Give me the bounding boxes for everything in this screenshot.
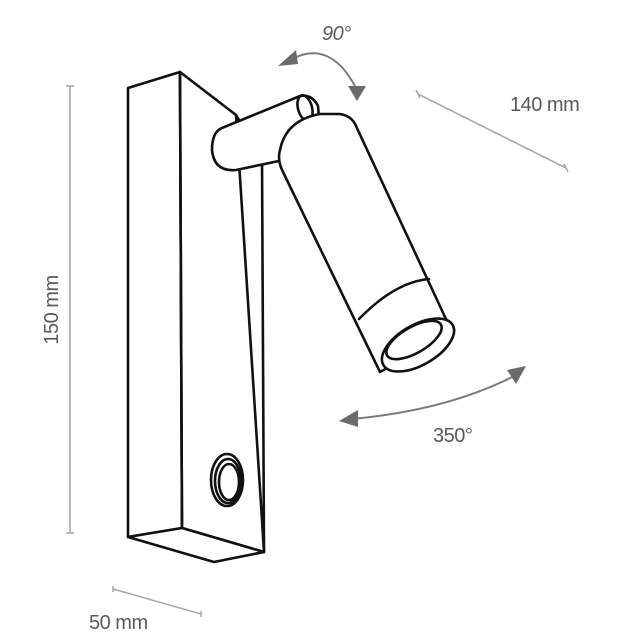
lamp-head	[277, 112, 456, 374]
swivel-arrow-right-icon	[507, 366, 526, 384]
swivel-arrow-left-icon	[339, 410, 358, 427]
tilt-rotation-indicator: 90°	[278, 23, 366, 101]
depth-label: 140 mm	[510, 94, 579, 116]
tilt-arrow-down-icon	[348, 86, 366, 101]
height-label: 150 mm	[41, 275, 63, 344]
switch-button	[209, 452, 245, 508]
swivel-rotation-indicator: 350°	[339, 366, 526, 447]
lens-inner	[385, 319, 443, 361]
depth-dimension: 140 mm	[415, 89, 580, 173]
height-dimension: 150 mm	[41, 85, 74, 534]
width-dimension: 50 mm	[89, 586, 202, 634]
tilt-arrow-left-icon	[278, 50, 298, 66]
swivel-label: 350°	[433, 425, 472, 447]
wall-plate	[126, 70, 266, 564]
tilt-label: 90°	[322, 23, 351, 45]
lens-ring	[357, 277, 431, 321]
width-label: 50 mm	[89, 612, 148, 634]
